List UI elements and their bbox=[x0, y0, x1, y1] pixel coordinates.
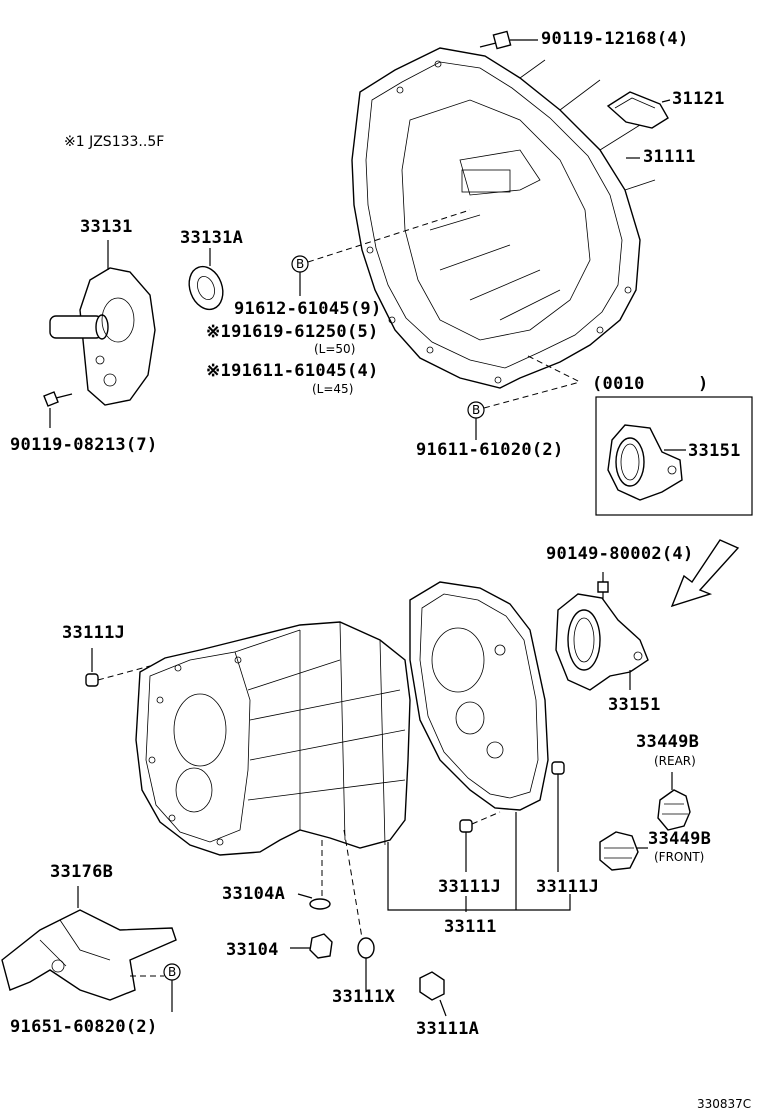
label-33151: 33151 bbox=[608, 695, 661, 715]
svg-text:B: B bbox=[472, 403, 480, 417]
direction-arrow-icon bbox=[670, 539, 740, 608]
variant-box bbox=[595, 396, 753, 516]
transmission-case-drawing bbox=[135, 621, 411, 856]
footnote-model: ※1 JZS133..5F bbox=[64, 134, 164, 150]
label-33176b: 33176B bbox=[50, 862, 113, 882]
dowel-pin-right-drawing bbox=[551, 761, 565, 775]
marker-b3: B bbox=[163, 963, 181, 981]
label-31111: 31111 bbox=[643, 147, 696, 167]
dowel-pin-left-drawing bbox=[85, 648, 151, 687]
label-33111a: 33111A bbox=[416, 1019, 479, 1039]
intermediate-plate-drawing bbox=[409, 581, 549, 811]
label-33111j-left: 33111J bbox=[62, 623, 125, 643]
label-33151-box: 33151 bbox=[688, 441, 741, 461]
washer-33111x-drawing bbox=[357, 937, 375, 959]
speedometer-gear-front-drawing bbox=[599, 831, 648, 871]
label-90119-12168: 90119-12168(4) bbox=[541, 29, 689, 49]
label-rear: (REAR) bbox=[654, 754, 696, 768]
clutch-housing-drawing bbox=[351, 47, 656, 389]
bolt-90119-08213-drawing bbox=[43, 391, 73, 428]
label-33111x: 33111X bbox=[332, 987, 396, 1007]
oil-seal-33131a-drawing bbox=[188, 248, 224, 311]
bracket-33111 bbox=[387, 842, 571, 911]
bracket-33176b-drawing bbox=[1, 886, 177, 1001]
label-31121: 31121 bbox=[672, 89, 725, 109]
label-91612-61045: 91612-61045(9) bbox=[234, 299, 382, 319]
label-33111: 33111 bbox=[444, 917, 497, 937]
label-90149-80002: 90149-80002(4) bbox=[546, 544, 694, 564]
label-code-close: ) bbox=[698, 374, 709, 394]
figure-code: 330837C bbox=[697, 1097, 751, 1111]
bearing-retainer-33131-drawing bbox=[49, 240, 156, 406]
label-33449b-rear: 33449B bbox=[636, 732, 699, 752]
label-33449b-front: 33449B bbox=[648, 829, 711, 849]
rear-bearing-retainer-33151-drawing bbox=[555, 593, 649, 691]
svg-text:B: B bbox=[168, 965, 176, 979]
label-l50: (L=50) bbox=[314, 342, 355, 356]
bolt-90119-12168-drawing bbox=[479, 30, 538, 50]
cover-31121-drawing bbox=[606, 91, 671, 129]
label-91619-61250: ※191619-61250(5) bbox=[206, 322, 379, 342]
label-91611-61020: 91611-61020(2) bbox=[416, 440, 564, 460]
dowel-pin-mid-drawing bbox=[459, 819, 473, 833]
svg-text:B: B bbox=[296, 257, 304, 271]
label-91611-61045: ※191611-61045(4) bbox=[206, 361, 379, 381]
label-33104a: 33104A bbox=[222, 884, 285, 904]
gasket-33104a-drawing bbox=[309, 898, 331, 910]
rear-bearing-retainer-box-drawing bbox=[607, 424, 686, 501]
label-code: (0010 bbox=[592, 374, 645, 394]
plug-33111a-drawing bbox=[419, 971, 447, 1017]
label-33131a: 33131A bbox=[180, 228, 243, 248]
label-90119-08213: 90119-08213(7) bbox=[10, 435, 158, 455]
label-33104: 33104 bbox=[226, 940, 279, 960]
label-33111j-mid: 33111J bbox=[438, 877, 501, 897]
label-33111j-right: 33111J bbox=[536, 877, 599, 897]
label-l45: (L=45) bbox=[312, 382, 353, 396]
speedometer-gear-rear-drawing bbox=[657, 772, 691, 831]
plug-33104-drawing bbox=[290, 933, 333, 959]
marker-b1: B bbox=[291, 255, 309, 273]
marker-b2: B bbox=[467, 401, 485, 419]
label-front: (FRONT) bbox=[654, 850, 704, 864]
label-33131: 33131 bbox=[80, 217, 133, 237]
label-91651-60820: 91651-60820(2) bbox=[10, 1017, 158, 1037]
